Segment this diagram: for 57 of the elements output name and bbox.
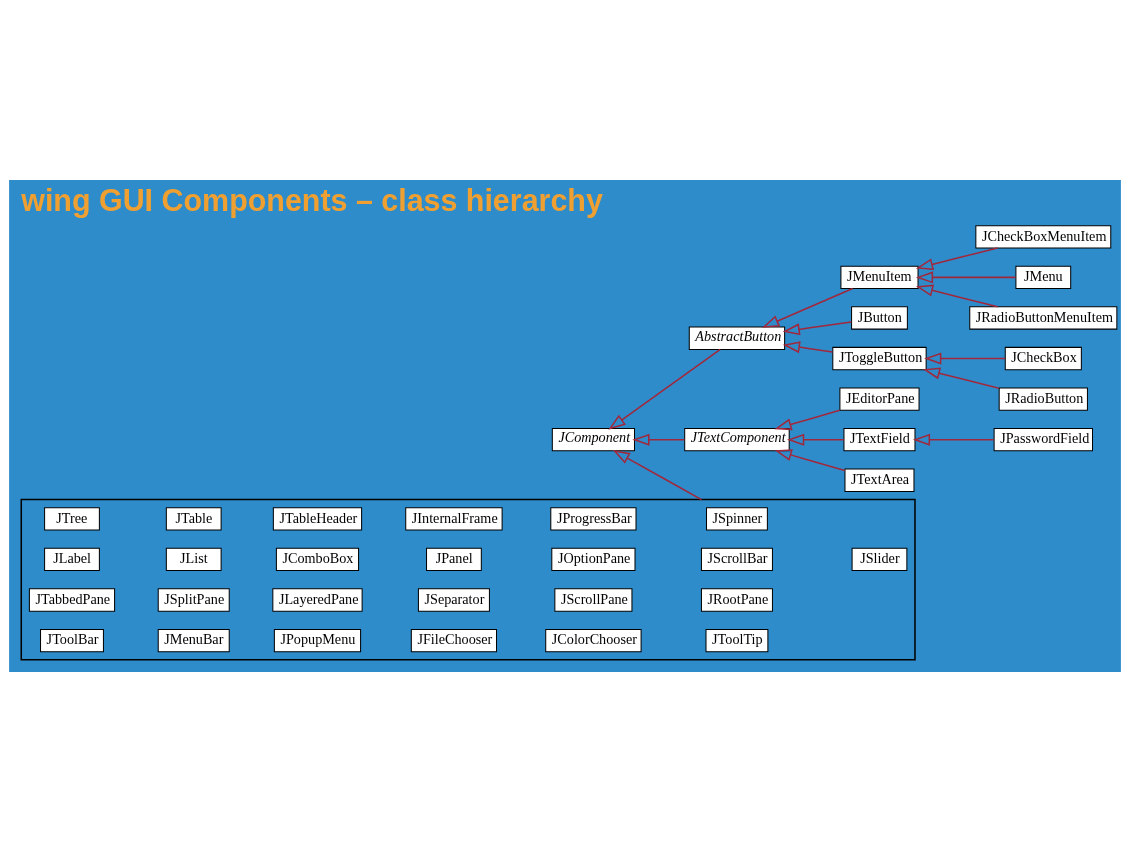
node-box: JTextArea xyxy=(844,468,915,492)
node-box: JTabbedPane xyxy=(28,588,116,612)
node-box: JToolBar xyxy=(40,628,104,653)
arrow xyxy=(922,367,1000,389)
node-box: JOptionPane xyxy=(551,547,636,572)
diagram-title: wing GUI Components – class hierarchy xyxy=(21,183,603,218)
node-box: JTable xyxy=(165,507,222,531)
arrow xyxy=(915,271,1017,284)
node-box: JSlider xyxy=(851,547,908,572)
arrow xyxy=(761,287,854,328)
node-box: JToggleButton xyxy=(832,346,927,371)
arrow xyxy=(774,449,846,472)
node-box: JList xyxy=(165,547,222,572)
arrow xyxy=(787,433,845,446)
node-box: JProgressBar xyxy=(550,507,637,531)
arrow xyxy=(782,341,834,354)
arrow xyxy=(608,348,721,430)
node-box: JInternalFrame xyxy=(405,507,503,531)
node-box: JFileChooser xyxy=(410,628,498,653)
node-box: JSeparator xyxy=(417,588,490,612)
node-box: JLabel xyxy=(44,547,100,572)
arrow xyxy=(915,284,999,308)
node-box: AbstractButton xyxy=(688,326,786,350)
arrow xyxy=(632,433,686,446)
node-box: JButton xyxy=(851,306,908,330)
arrow xyxy=(612,449,703,501)
node-box: JComponent xyxy=(551,428,635,452)
node-box: JColorChooser xyxy=(545,628,642,653)
node-box: JTextComponent xyxy=(684,428,790,452)
node-box: JTextField xyxy=(843,428,916,452)
arrow xyxy=(774,409,841,431)
node-box: JPasswordField xyxy=(993,428,1093,452)
node-box: JLayeredPane xyxy=(272,588,363,612)
node-box: JRadioButton xyxy=(998,387,1088,411)
arrow xyxy=(924,352,1006,365)
node-box: JTree xyxy=(44,507,100,531)
cluster xyxy=(20,498,916,661)
node-box: JPanel xyxy=(426,547,482,572)
node-box: JCheckBox xyxy=(1004,346,1082,371)
arrow xyxy=(912,433,995,446)
node-box: JSpinner xyxy=(706,507,768,531)
node-box: JMenu xyxy=(1015,265,1072,290)
arrow xyxy=(915,247,999,271)
node-box: JEditorPane xyxy=(839,387,920,411)
node-box: JMenuBar xyxy=(157,628,230,653)
node-box: JComboBox xyxy=(275,547,360,572)
node-box: JMenuItem xyxy=(840,265,919,290)
node-box: JToolTip xyxy=(705,628,769,653)
node-box: JCheckBoxMenuItem xyxy=(975,225,1112,249)
node-box: JRootPane xyxy=(700,588,773,612)
arrow xyxy=(782,321,853,336)
node-box: JTableHeader xyxy=(272,507,363,531)
node-box: JPopupMenu xyxy=(273,628,362,653)
node-box: JScrollPane xyxy=(554,588,633,612)
node-box: JRadioButtonMenuItem xyxy=(969,306,1118,330)
node-box: JSplitPane xyxy=(157,588,230,612)
node-box: JScrollBar xyxy=(700,547,773,572)
